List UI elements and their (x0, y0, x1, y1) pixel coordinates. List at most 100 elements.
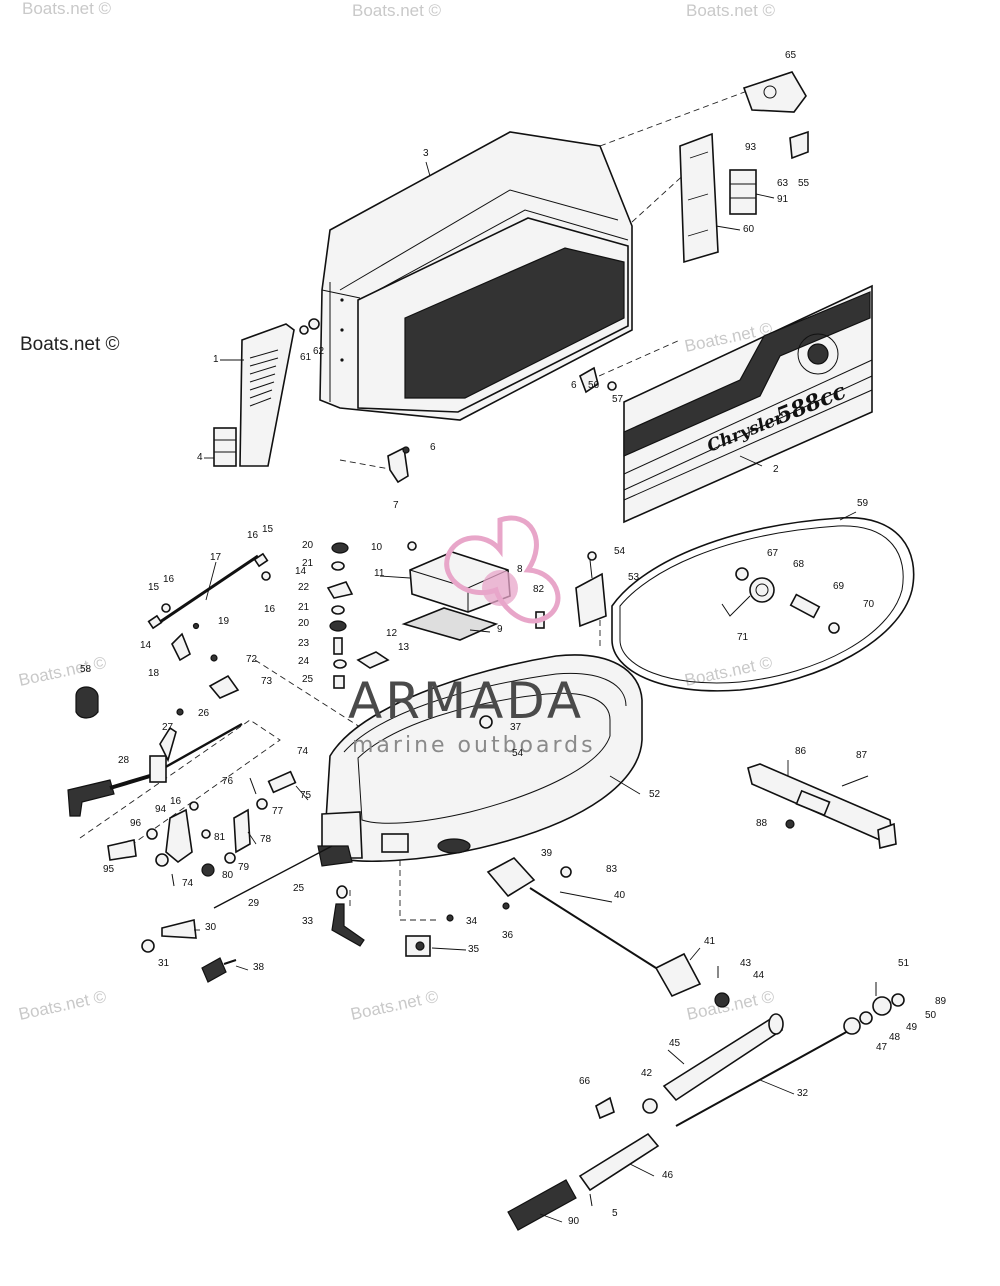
watermark-layer: Boats.net © Boats.net © Boats.net © Boat… (17, 0, 777, 1024)
part-number-callout: 82 (533, 584, 545, 595)
part-number-callout: 43 (740, 958, 752, 969)
shift-lever-assembly (67, 708, 243, 817)
part-number-callout: 91 (777, 194, 789, 205)
part-number-callout: 18 (148, 668, 160, 679)
part-number-callout: 34 (466, 916, 478, 927)
part-number-callout: 45 (669, 1038, 681, 1049)
part-number-callout: 12 (386, 628, 398, 639)
part-number-callout: 28 (118, 755, 130, 766)
part-number-callout: 81 (214, 832, 226, 843)
part-number-callout: 56 (588, 380, 600, 391)
part-number-callout: 88 (756, 818, 768, 829)
watermark-text: Boats.net © (20, 334, 120, 355)
part-number-callout: 51 (898, 958, 910, 969)
part-number-callout: 74 (297, 746, 309, 757)
part-number-callout: 3 (423, 148, 429, 159)
part-number-callout: 24 (298, 656, 310, 667)
cover-latch-parts (387, 366, 617, 484)
part-number-callout: 89 (935, 996, 947, 1007)
part-number-callout: 42 (641, 1068, 653, 1079)
part-number-callout: 93 (745, 142, 757, 153)
part-number-callout: 49 (906, 1022, 918, 1033)
part-number-callout: 41 (704, 936, 716, 947)
part-number-callout: 71 (737, 632, 749, 643)
watermark-text: Boats.net © (685, 987, 777, 1024)
part-number-callout: 29 (248, 898, 260, 909)
tiller-bracket (747, 763, 897, 849)
watermark-text: Boats.net © (17, 653, 109, 690)
part-number-callout: 7 (393, 500, 399, 511)
watermark-text: Boats.net © (17, 987, 109, 1024)
part-number-callout: 57 (612, 394, 624, 405)
part-number-callout: 1 (213, 354, 219, 365)
part-number-callout: 22 (298, 582, 310, 593)
decal-plate (213, 427, 237, 467)
part-number-callout: 44 (753, 970, 765, 981)
part-number-callout: 66 (579, 1076, 591, 1087)
part-number-callout: 32 (797, 1088, 809, 1099)
cowl-seal (611, 517, 915, 692)
part-number-callout: 87 (856, 750, 868, 761)
part-number-callout: 78 (260, 834, 272, 845)
part-number-callout: 26 (198, 708, 210, 719)
electrical-box (356, 541, 545, 669)
part-number-callout: 15 (148, 582, 160, 593)
brand-watermark: ARMADA marine outboards (348, 515, 593, 758)
part-number-callout: 59 (857, 498, 869, 509)
watermark-text: Boats.net © (22, 0, 112, 18)
part-number-callout: 70 (863, 599, 875, 610)
leader-lines (194, 161, 857, 1223)
part-number-callout: 80 (222, 870, 234, 881)
part-number-callout: 79 (238, 862, 250, 873)
part-number-callout: 62 (313, 346, 325, 357)
part-number-callout: 86 (795, 746, 807, 757)
part-number-callout: 8 (517, 564, 523, 575)
part-number-callout: 16 (170, 796, 182, 807)
part-number-callout: 58 (80, 664, 92, 675)
part-number-callout: 96 (130, 818, 142, 829)
part-number-callout: 50 (925, 1010, 937, 1021)
part-number-callout: 4 (197, 452, 203, 463)
part-number-callout: 20 (302, 540, 314, 551)
part-number-callout: 20 (298, 618, 310, 629)
part-number-callout: 13 (398, 642, 410, 653)
part-number-callout: 14 (140, 640, 152, 651)
upper-engine-cover (319, 131, 633, 421)
part-number-callout: 48 (889, 1032, 901, 1043)
brand-name: ARMADA (348, 672, 584, 730)
part-number-callout: 6 (571, 380, 577, 391)
part-number-callout: 14 (295, 566, 307, 577)
part-number-callout: 76 (222, 776, 234, 787)
part-number-callout: 72 (246, 654, 258, 665)
part-number-callout: 61 (300, 352, 312, 363)
part-number-callout: 38 (253, 962, 265, 973)
part-number-callout: 74 (182, 878, 194, 889)
part-number-callout: 63 (777, 178, 789, 189)
part-number-callout: 15 (262, 524, 274, 535)
part-number-callout: 11 (374, 568, 385, 579)
latch-spring-assembly (721, 567, 840, 634)
part-number-callout: 31 (158, 958, 170, 969)
part-number-callout: 9 (497, 624, 503, 635)
part-number-callout: 5 (612, 1208, 618, 1219)
front-grille (239, 318, 320, 467)
part-number-callout: 90 (568, 1216, 580, 1227)
part-number-callout: 69 (833, 581, 845, 592)
part-number-callout: 53 (628, 572, 640, 583)
part-number-callout: 16 (264, 604, 276, 615)
lower-shift-parts (331, 885, 510, 957)
part-number-callout: 30 (205, 922, 217, 933)
part-number-callout: 37 (510, 722, 522, 733)
part-number-callout: 35 (468, 944, 480, 955)
part-number-callout: 16 (247, 530, 259, 541)
choke-cable (141, 845, 333, 983)
part-number-callout: 65 (785, 50, 797, 61)
stacked-parts-column (326, 542, 354, 689)
steering-handle-assembly (486, 856, 905, 1231)
part-number-callout: 17 (210, 552, 222, 563)
throttle-linkage (107, 770, 297, 887)
part-number-callout: 39 (541, 848, 553, 859)
part-number-callout: 10 (371, 542, 383, 553)
